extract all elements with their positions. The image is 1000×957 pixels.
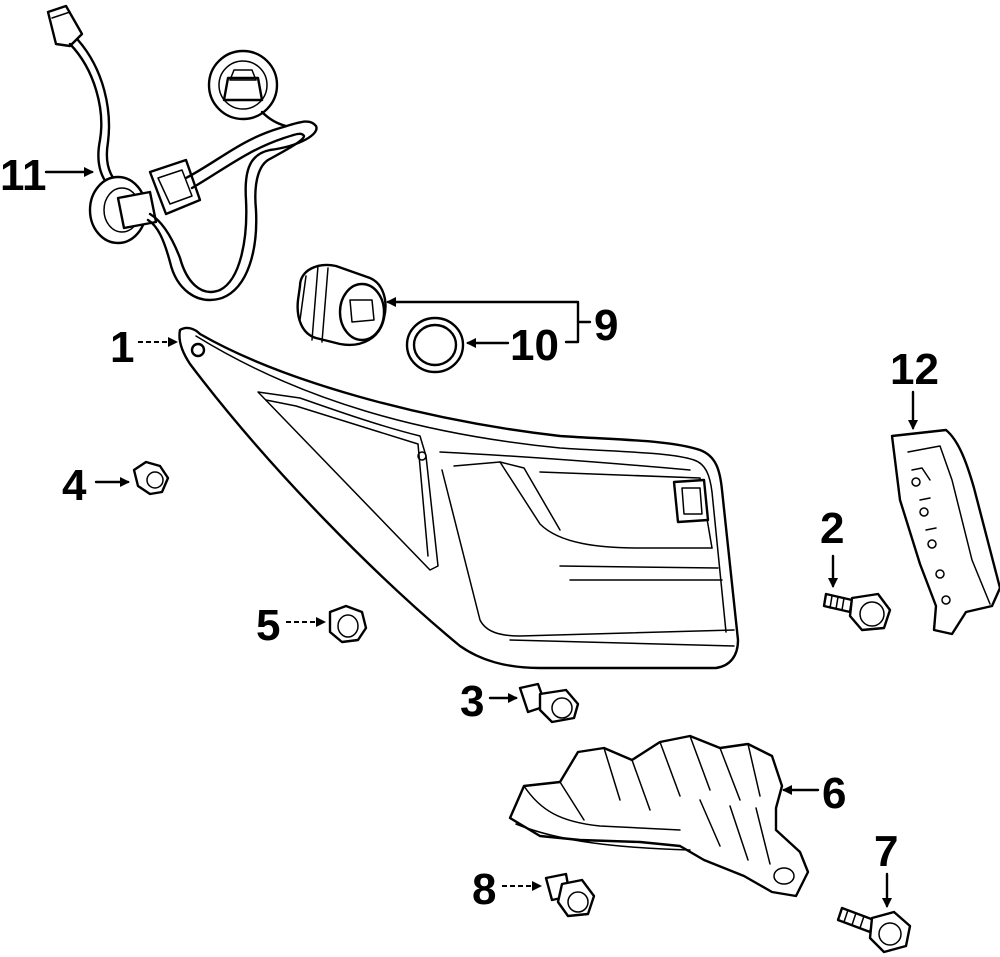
callout-9: 9 <box>594 301 618 350</box>
bolt-8 <box>544 872 596 918</box>
callout-8: 8 <box>472 865 496 914</box>
callout-7: 7 <box>874 827 898 876</box>
callout-labels: 11 1 4 5 3 2 12 6 7 8 10 9 <box>0 151 939 914</box>
callout-11: 11 <box>0 151 47 200</box>
gasket <box>405 316 465 374</box>
callout-2: 2 <box>820 504 844 553</box>
bolt-7 <box>836 906 912 954</box>
wire-harness <box>46 4 318 301</box>
callout-5: 5 <box>256 601 280 650</box>
callout-6: 6 <box>822 769 846 818</box>
callout-4: 4 <box>62 461 87 510</box>
tail-lamp-assembly <box>178 326 740 670</box>
leader-lines <box>44 167 918 908</box>
callout-10: 10 <box>510 321 559 370</box>
clip <box>132 460 170 496</box>
nut <box>328 604 368 644</box>
callout-3: 3 <box>460 677 484 726</box>
callout-12: 12 <box>890 345 939 394</box>
callout-1: 1 <box>110 323 134 372</box>
bracket-12 <box>890 428 1000 636</box>
bolt-2 <box>822 592 892 632</box>
bracket-6 <box>508 734 810 898</box>
bulb-socket <box>296 263 387 347</box>
bolt-3 <box>518 682 580 724</box>
